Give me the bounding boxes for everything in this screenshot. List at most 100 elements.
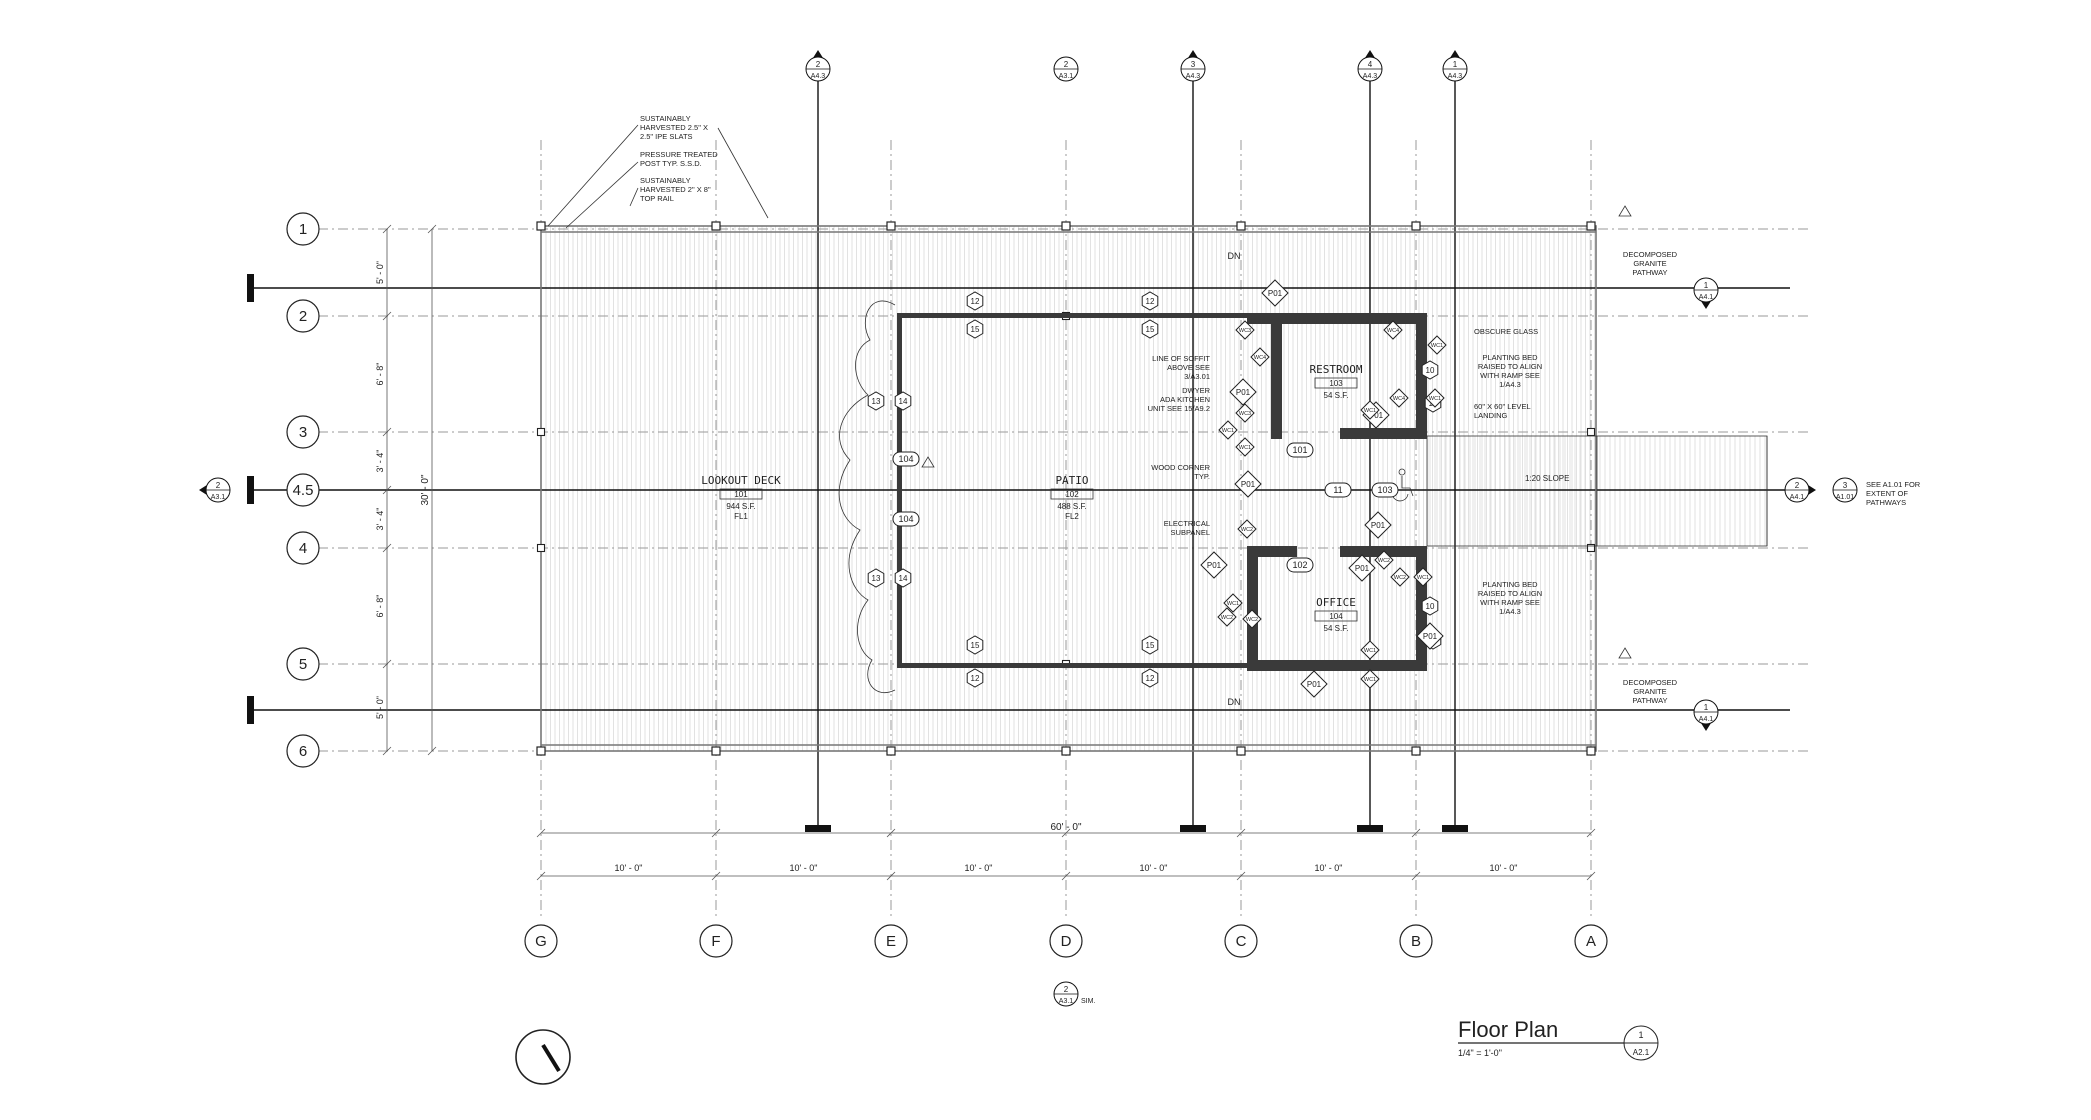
svg-text:WOOD CORNER: WOOD CORNER (1151, 463, 1210, 472)
svg-text:15: 15 (1146, 325, 1155, 334)
svg-text:P01: P01 (1207, 561, 1222, 570)
row-spacing-dimension: 5' - 0" (375, 261, 385, 284)
wall-type-tag: WC1 (1360, 400, 1380, 420)
section-marker[interactable]: 3A1.01 (1832, 477, 1858, 503)
grid-bubble-column-G: G (524, 924, 558, 958)
grid-bubble-column-A: A (1574, 924, 1608, 958)
svg-text:13: 13 (872, 397, 881, 406)
warning-triangle-icon (921, 205, 1632, 659)
svg-text:WC1: WC1 (1222, 428, 1234, 434)
grid-bubble-column-B: B (1399, 924, 1433, 958)
svg-text:P01: P01 (1423, 632, 1438, 641)
deck-post (1586, 427, 1596, 437)
svg-text:GRANITE: GRANITE (1633, 687, 1666, 696)
svg-text:E: E (886, 933, 896, 950)
svg-text:HARVESTED 2" X 8": HARVESTED 2" X 8" (640, 185, 711, 194)
svg-text:3: 3 (1843, 481, 1848, 490)
deck-post (711, 746, 721, 756)
svg-text:WC2: WC2 (1241, 527, 1253, 533)
section-marker[interactable]: 1A4.1 (1693, 277, 1719, 309)
note-rail: SUSTAINABLY HARVESTED 2" X 8" TOP RAIL (640, 176, 711, 203)
keynote-tag: 12 (966, 291, 984, 311)
grid-bubble-row-4: 4 (286, 531, 320, 565)
svg-text:TOP RAIL: TOP RAIL (640, 194, 674, 203)
wall-type-tag: WC2 (1374, 550, 1394, 570)
keynote-tag: 12 (1141, 668, 1159, 688)
svg-text:POST TYP. S.S.D.: POST TYP. S.S.D. (640, 159, 702, 168)
wall-type-tag: WC1 (1223, 593, 1243, 613)
partition-tag: P01 (1348, 554, 1376, 582)
svg-text:3: 3 (1191, 60, 1196, 69)
wall-type-tag: WC1 (1413, 567, 1433, 587)
svg-text:2.5" IPE SLATS: 2.5" IPE SLATS (640, 132, 693, 141)
wall-type-tag: WC3 (1235, 403, 1255, 423)
svg-text:1: 1 (1704, 281, 1709, 290)
restroom-walls (1247, 313, 1427, 439)
svg-text:12: 12 (1146, 674, 1155, 683)
door-tag: 104 (892, 451, 920, 467)
section-marker[interactable]: 3A4.3 (1180, 50, 1206, 82)
svg-text:1: 1 (299, 221, 307, 238)
door-tag: 11 (1324, 482, 1352, 498)
svg-text:ELECTRICAL: ELECTRICAL (1164, 519, 1210, 528)
svg-text:WC4: WC4 (1387, 328, 1399, 334)
svg-text:LANDING: LANDING (1474, 411, 1508, 420)
svg-text:2: 2 (1064, 60, 1069, 69)
svg-text:103: 103 (1329, 379, 1343, 388)
note-subpanel: ELECTRICAL SUBPANEL (1164, 519, 1210, 537)
wall-type-tag: WC2 (1242, 609, 1262, 629)
column-spacing-dimension: 10' - 0" (965, 863, 993, 873)
wall-type-tag: WC1 (1360, 640, 1380, 660)
keynote-tag: 15 (966, 319, 984, 339)
note-planting-bottom: PLANTING BED RAISED TO ALIGN WITH RAMP S… (1478, 580, 1542, 616)
svg-text:4: 4 (1368, 60, 1373, 69)
svg-text:LOOKOUT DECK: LOOKOUT DECK (701, 474, 781, 487)
svg-text:PLANTING BED: PLANTING BED (1482, 580, 1538, 589)
title-block: Floor Plan 1/4" = 1'-0" 1 A2.1 (1458, 1017, 1659, 1061)
svg-text:A3.1: A3.1 (1059, 73, 1074, 80)
grid-bubble-column-C: C (1224, 924, 1258, 958)
section-marker[interactable]: 1A4.1 (1693, 699, 1719, 731)
section-marker[interactable]: 2A3.1 (1053, 981, 1079, 1007)
svg-text:WC4: WC4 (1254, 355, 1266, 361)
section-marker[interactable]: 2A3.1 (199, 477, 231, 503)
svg-text:WC1: WC1 (1239, 445, 1251, 451)
grid-bubble-column-E: E (874, 924, 908, 958)
svg-text:A4.3: A4.3 (1448, 73, 1463, 80)
deck-post (536, 427, 546, 437)
svg-text:RAISED TO ALIGN: RAISED TO ALIGN (1478, 589, 1542, 598)
section-marker[interactable]: 2A4.1 (1784, 477, 1816, 503)
section-marker[interactable]: 1A4.3 (1442, 50, 1468, 82)
svg-text:101: 101 (734, 490, 748, 499)
wall-type-tag: WC4 (1389, 388, 1409, 408)
keynote-tag: 12 (966, 668, 984, 688)
svg-text:P01: P01 (1236, 388, 1251, 397)
svg-text:101: 101 (1292, 445, 1307, 455)
svg-text:4: 4 (299, 540, 307, 557)
room-label-patio: PATIO 102 488 S.F. FL2 (1050, 474, 1094, 521)
svg-text:10: 10 (1426, 602, 1435, 611)
section-marker[interactable]: 2A4.3 (805, 50, 831, 82)
section-marker[interactable]: 4A4.3 (1357, 50, 1383, 82)
row-spacing-dimension: 3' - 4" (375, 450, 385, 473)
svg-text:WC2: WC2 (1246, 617, 1258, 623)
partition-tag: P01 (1261, 279, 1289, 307)
wall-type-tag: WC1 (1360, 669, 1380, 689)
row-spacing-dimension: 3' - 4" (375, 508, 385, 531)
keynote-tag: 10 (1421, 596, 1439, 616)
svg-text:WITH RAMP SEE: WITH RAMP SEE (1480, 598, 1540, 607)
row-spacing-dimension: 6' - 8" (375, 595, 385, 618)
svg-text:FL2: FL2 (1065, 512, 1079, 521)
deck-post (1586, 221, 1596, 231)
grid-bubble-column-D: D (1049, 924, 1083, 958)
svg-text:SEE A1.01 FOR: SEE A1.01 FOR (1866, 480, 1921, 489)
partition-tag: P01 (1200, 551, 1228, 579)
wall-type-tag: WC2 (1217, 607, 1237, 627)
note-granite-bottom: DECOMPOSED GRANITE PATHWAY (1623, 678, 1678, 705)
svg-text:15: 15 (971, 641, 980, 650)
north-arrow-icon (515, 1029, 571, 1085)
svg-text:2: 2 (216, 481, 221, 490)
section-marker[interactable]: 2A3.1 (1053, 56, 1079, 82)
